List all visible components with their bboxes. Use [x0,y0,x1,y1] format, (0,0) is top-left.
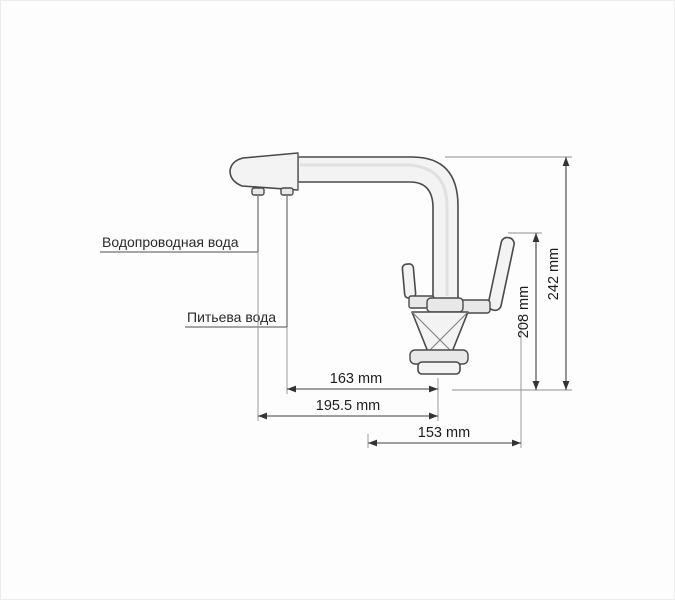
dim-208-text: 208 mm [516,286,532,338]
dimension-208: 208 mm [516,233,540,390]
dim-195-arrow-right [429,412,438,420]
dimension-242: 242 mm [546,157,570,390]
body-collar [426,297,464,313]
base-foot [417,361,461,375]
dim-195-arrow-left [258,412,267,420]
dim-242-arrow-bottom [562,381,570,390]
dimension-153: 153 mm [368,425,521,447]
body-junction [411,311,469,353]
junction-cross-line-1 [411,311,453,353]
dim-242-text: 242 mm [546,248,562,300]
dim-163-arrow-right [429,385,438,393]
leader-tap-water: Водопроводная вода [100,196,259,253]
extension-lines [257,156,572,448]
dim-195-text: 195.5 mm [316,398,380,414]
dim-153-text: 153 mm [418,425,470,441]
drinking-water-outlet [280,187,294,196]
faucet-spout-head [229,152,299,191]
tap-water-outlet [251,187,265,196]
dimension-163: 163 mm [287,371,438,393]
faucet-drawing [229,152,515,375]
drinking-water-label: Питьева вода [187,309,276,325]
leader-drinking-water: Питьева вода [185,196,288,328]
faucet-tube-highlight [300,163,449,296]
dim-163-arrow-left [287,385,296,393]
faucet-spout-tube [297,156,459,301]
dim-242-arrow-top [562,157,570,166]
right-handle-lever [487,236,515,312]
dim-153-arrow-left [368,439,377,447]
dim-208-arrow-top [532,233,540,242]
tap-water-label: Водопроводная вода [102,234,239,250]
left-handle-lever [401,263,417,299]
dim-153-arrow-right [512,439,521,447]
dimension-195-5: 195.5 mm [258,398,438,420]
dim-208-arrow-bottom [532,381,540,390]
junction-cross-line-2 [427,311,469,353]
dim-163-text: 163 mm [330,371,382,387]
